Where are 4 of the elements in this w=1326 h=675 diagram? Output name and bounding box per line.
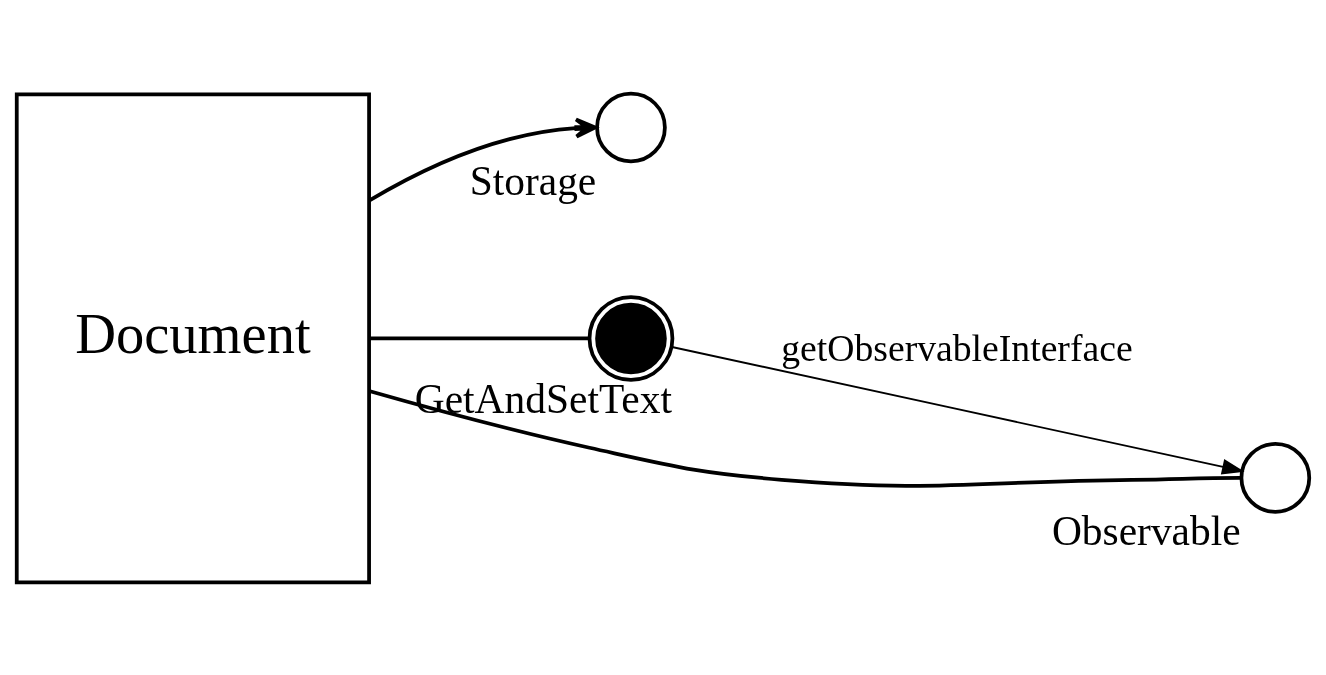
node-label: Storage	[469, 157, 597, 204]
node-label: GetAndSetText	[414, 375, 672, 422]
edge-label: getObservableInterface	[781, 326, 1133, 369]
node-label: Observable	[1051, 507, 1241, 554]
